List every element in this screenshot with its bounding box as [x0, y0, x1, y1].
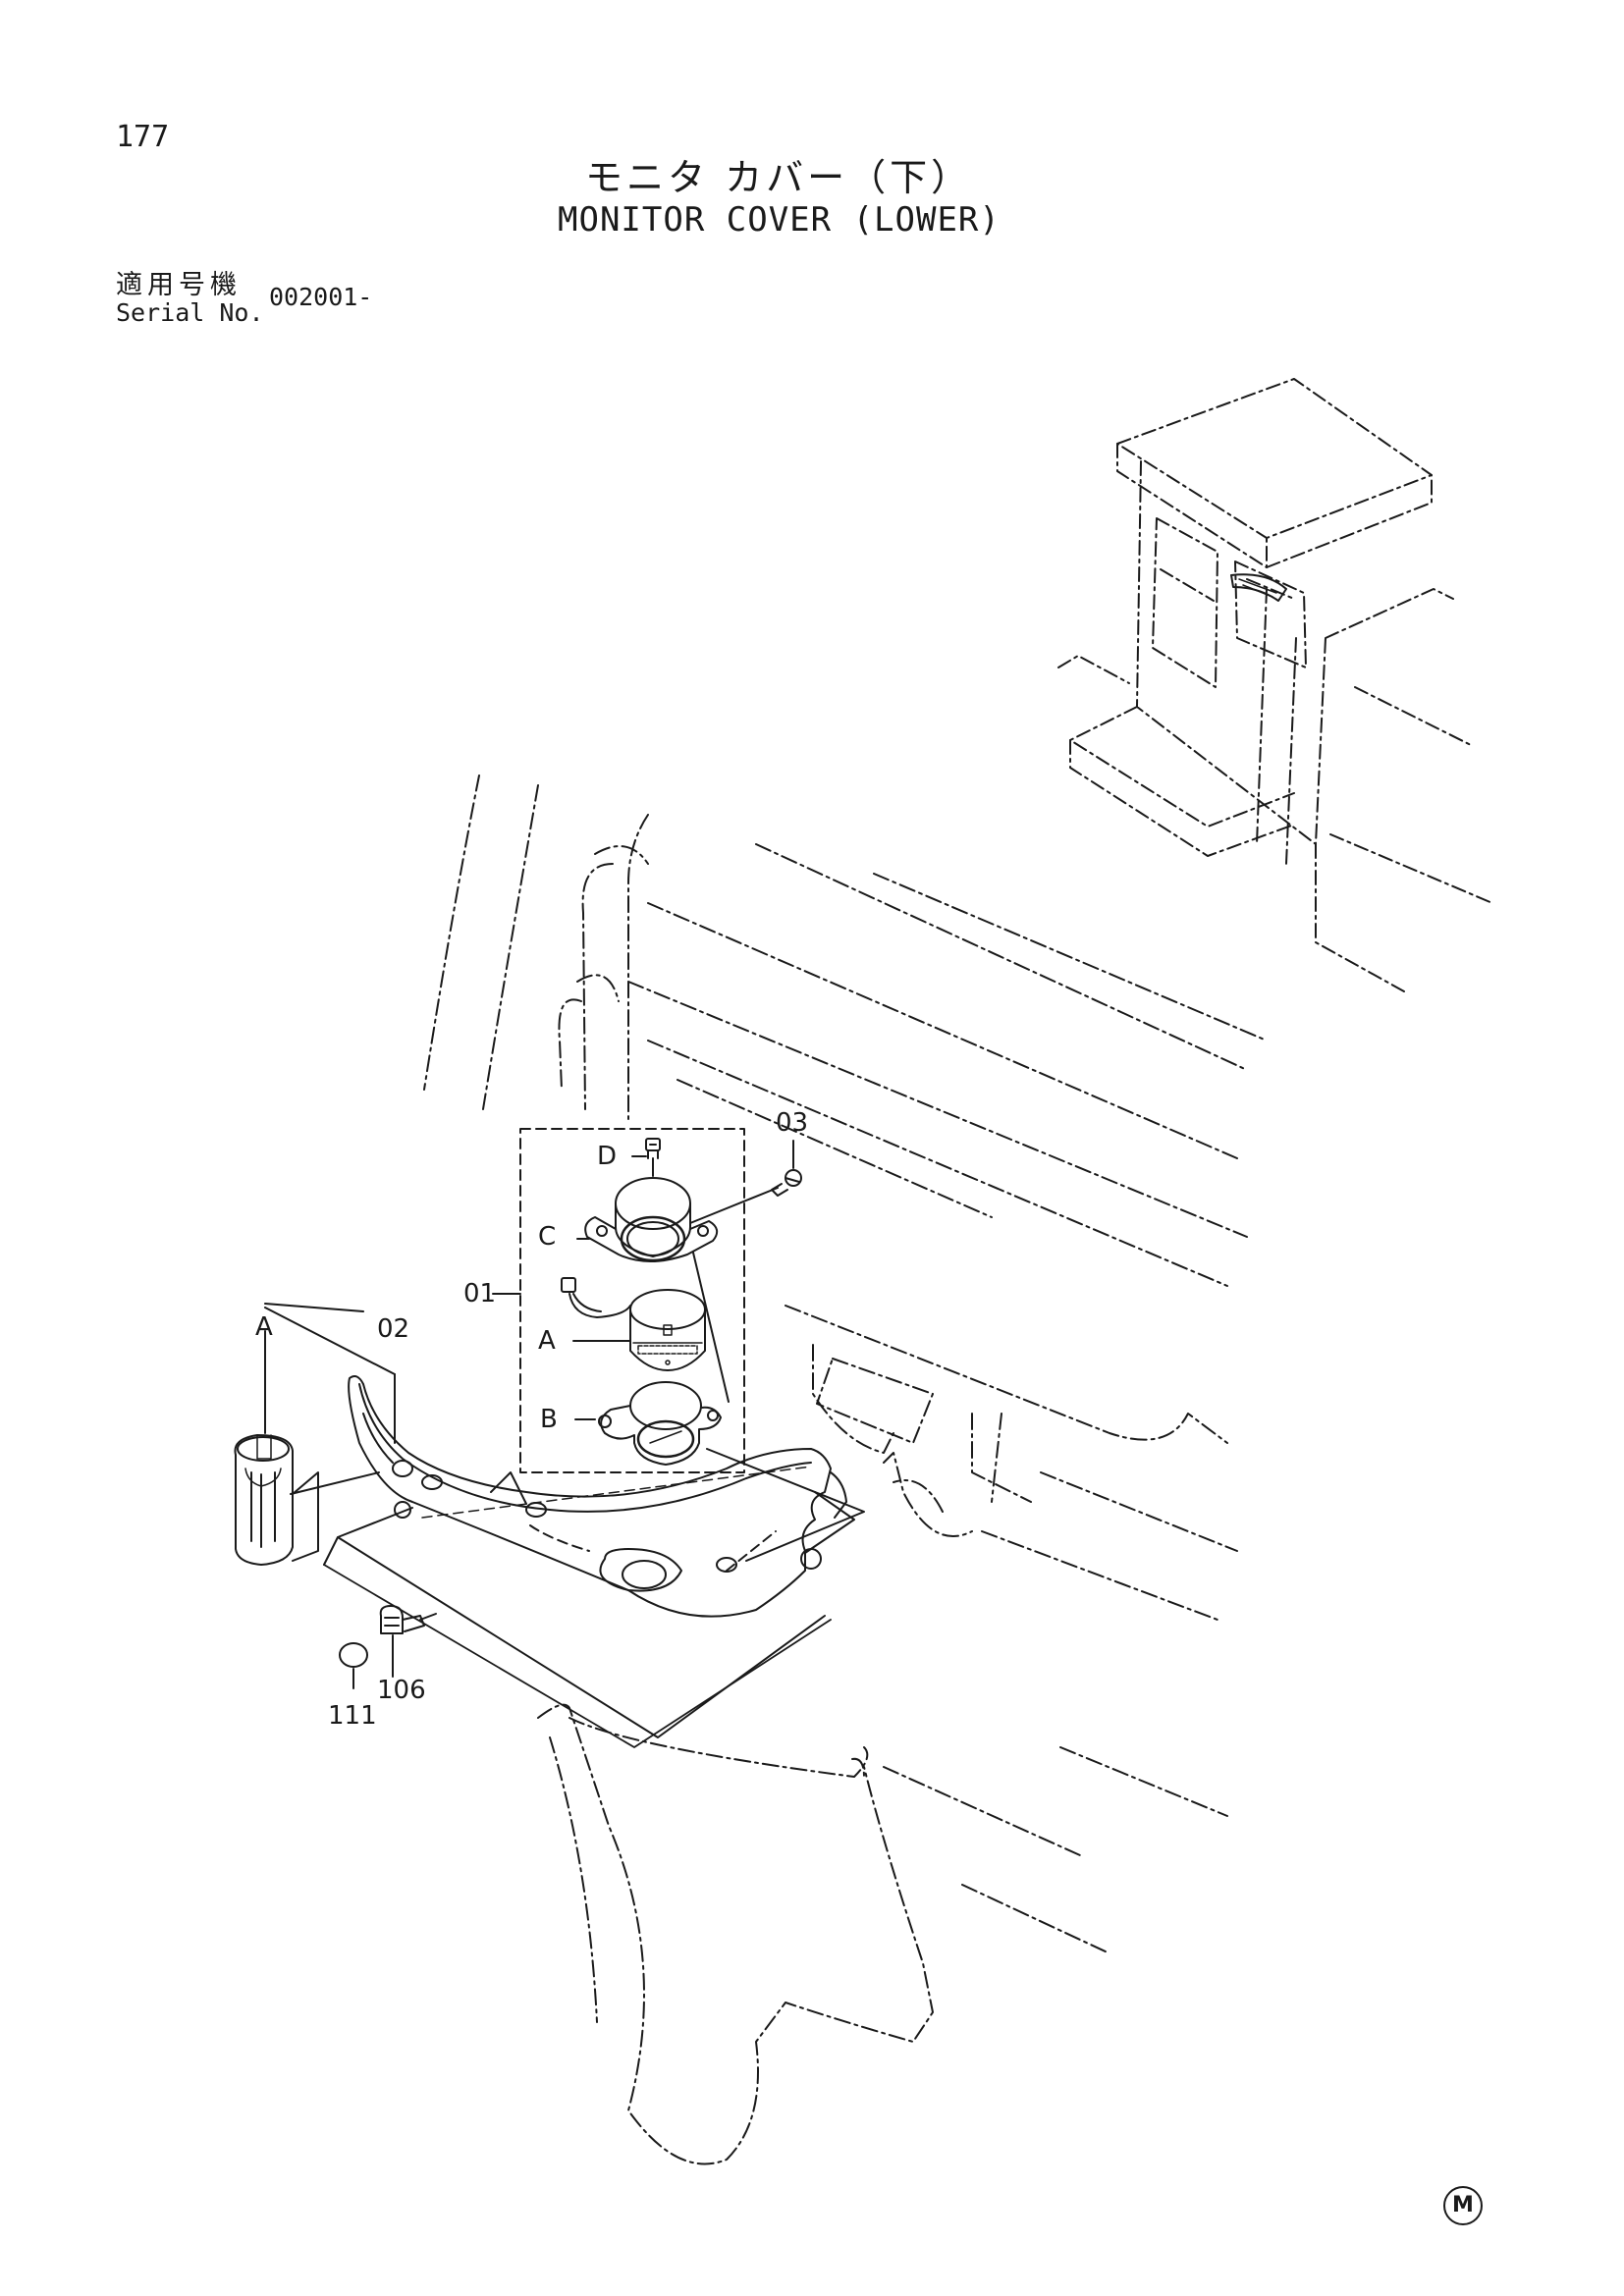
callout-detail-a: A — [255, 1312, 273, 1342]
part-a-meter — [572, 1289, 706, 1371]
callout-sub-a: A — [538, 1326, 556, 1356]
serial-label-english: Serial No. — [116, 298, 264, 327]
part-c-bracket — [576, 1177, 719, 1262]
console-outline — [785, 1305, 1238, 1621]
callout-02: 02 — [377, 1314, 409, 1344]
serial-number-value: 002001- — [269, 283, 373, 311]
mount-plane — [323, 1491, 855, 1738]
lower-panel-outline — [537, 1703, 1228, 2165]
detail-a-clip — [234, 1434, 380, 1566]
part-d-screw — [631, 1138, 661, 1177]
part-106-bolt — [379, 1605, 437, 1678]
seat-outline — [423, 774, 1268, 1287]
assembly-box-01 — [519, 1128, 745, 1473]
cab-handle — [1230, 573, 1287, 602]
part-b-bracket — [574, 1381, 722, 1466]
title-japanese: モニタ カバー（下） — [585, 156, 973, 199]
callout-01: 01 — [463, 1279, 496, 1308]
callout-sub-c: C — [538, 1222, 556, 1252]
title-english: MONITOR COVER (LOWER) — [558, 200, 1001, 240]
serial-label-japanese: 適用号機 — [116, 270, 242, 300]
callout-sub-b: B — [540, 1405, 558, 1434]
callout-106: 106 — [377, 1676, 426, 1705]
page-number: 177 — [116, 120, 170, 154]
part-02-cover — [348, 1375, 847, 1618]
callout-sub-d: D — [597, 1142, 617, 1171]
part-03-screw — [771, 1140, 802, 1197]
callout-03: 03 — [776, 1108, 808, 1138]
maker-mark: M — [1443, 2186, 1483, 2225]
harness-connector — [561, 1277, 631, 1318]
cab-outline — [1057, 378, 1493, 992]
part-111-cap — [339, 1642, 368, 1689]
callout-111: 111 — [328, 1701, 377, 1731]
